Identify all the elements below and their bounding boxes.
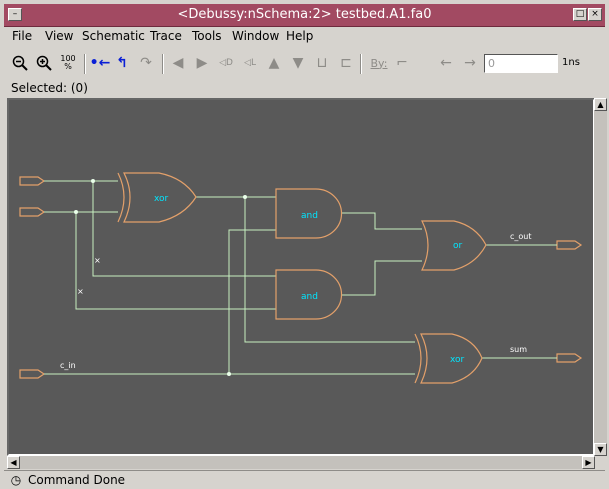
scroll-left-icon[interactable]: ◀ <box>7 456 20 469</box>
hierarchy-up-icon[interactable]: ⊔ <box>316 55 328 71</box>
xor-gate-2-label: xor <box>450 355 465 365</box>
clock-icon: ◷ <box>10 473 22 487</box>
window-title: <Debussy:nSchema:2> testbed.A1.fa0 <box>177 7 432 22</box>
toolbar-separator <box>84 54 86 74</box>
and-gate-2-label: and <box>301 292 318 302</box>
down-arrow-icon[interactable]: ▼ <box>292 55 304 71</box>
status-bar: ◷ Command Done <box>4 470 605 489</box>
horizontal-scrollbar[interactable]: ◀ ▶ <box>7 456 595 469</box>
menu-window[interactable]: Window <box>232 29 280 43</box>
time-unit-label: 1ns <box>562 57 580 68</box>
wires: × × <box>44 179 557 376</box>
hierarchy-down-icon[interactable]: ⊏ <box>340 55 352 71</box>
push-right-icon[interactable]: ▶ <box>196 55 208 71</box>
toolbar: 100 % •← ↰ ↷ ◀ ▶ ◁D ◁L ▲ ▼ ⊔ ⊏ By: ⌐ ← →… <box>4 48 605 78</box>
trace-connectivity-icon[interactable]: ↷ <box>140 55 152 71</box>
menu-bar: File View Schematic Trace Tools Window H… <box>4 27 605 47</box>
svg-text:×: × <box>77 287 84 296</box>
svg-text:×: × <box>94 256 101 265</box>
signal-label-cout: c_out <box>510 232 532 241</box>
zoom-fit-button[interactable]: 100 % <box>60 54 76 71</box>
up-arrow-icon[interactable]: ▲ <box>268 55 280 71</box>
window-menu-icon[interactable]: – <box>8 8 22 21</box>
scroll-down-icon[interactable]: ▼ <box>594 443 607 456</box>
or-gate[interactable]: or <box>421 220 487 271</box>
input-port-b[interactable] <box>19 207 46 217</box>
load-l-icon[interactable]: ◁L <box>244 58 256 68</box>
trace-load-icon[interactable]: ↰ <box>116 55 128 71</box>
menu-help[interactable]: Help <box>286 29 314 43</box>
menu-tools[interactable]: Tools <box>192 29 222 43</box>
schematic-drawing[interactable]: × × xor and and or <box>9 100 593 454</box>
input-port-cin[interactable] <box>19 369 46 379</box>
and-gate-2[interactable]: and <box>275 269 343 320</box>
xor-gate-1-label: xor <box>154 194 169 204</box>
time-input[interactable] <box>484 54 558 73</box>
selection-status: Selected: (0) <box>11 81 88 95</box>
next-time-icon[interactable]: → <box>464 55 476 71</box>
menu-schematic[interactable]: Schematic <box>82 29 145 43</box>
zoom-out-icon[interactable] <box>10 52 30 74</box>
and-gate-1[interactable]: and <box>275 188 343 239</box>
scroll-right-icon[interactable]: ▶ <box>582 456 595 469</box>
trace-driver-icon[interactable]: •← <box>89 55 111 71</box>
output-port-cout[interactable] <box>556 240 583 250</box>
xor-gate-2[interactable]: xor <box>414 333 483 384</box>
schematic-canvas[interactable]: × × xor and and or <box>7 98 595 456</box>
or-gate-label: or <box>453 241 463 251</box>
push-left-icon[interactable]: ◀ <box>172 55 184 71</box>
maximize-icon[interactable]: □ <box>573 8 587 21</box>
zoom-in-icon[interactable] <box>34 52 54 74</box>
status-text: Command Done <box>28 473 126 487</box>
scroll-up-icon[interactable]: ▲ <box>594 98 607 111</box>
prev-time-icon[interactable]: ← <box>440 55 452 71</box>
signal-label-cin: c_in <box>60 361 76 370</box>
vertical-scrollbar[interactable]: ▲ ▼ <box>594 98 607 456</box>
signal-label-sum: sum <box>510 345 527 354</box>
menu-view[interactable]: View <box>45 29 74 43</box>
toolbar-separator <box>162 54 164 74</box>
input-port-a[interactable] <box>19 176 46 186</box>
toolbar-separator <box>360 54 362 74</box>
menu-file[interactable]: File <box>12 29 33 43</box>
menu-trace[interactable]: Trace <box>150 29 182 43</box>
xor-gate-1[interactable]: xor <box>117 172 197 223</box>
close-icon[interactable]: × <box>588 8 602 21</box>
step-signal-icon[interactable]: ⌐ <box>396 55 408 71</box>
title-bar[interactable]: <Debussy:nSchema:2> testbed.A1.fa0 – □ × <box>4 4 605 27</box>
output-port-sum[interactable] <box>556 353 583 363</box>
and-gate-1-label: and <box>301 211 318 221</box>
by-label: By: <box>370 56 388 70</box>
driver-d-icon[interactable]: ◁D <box>219 58 233 68</box>
